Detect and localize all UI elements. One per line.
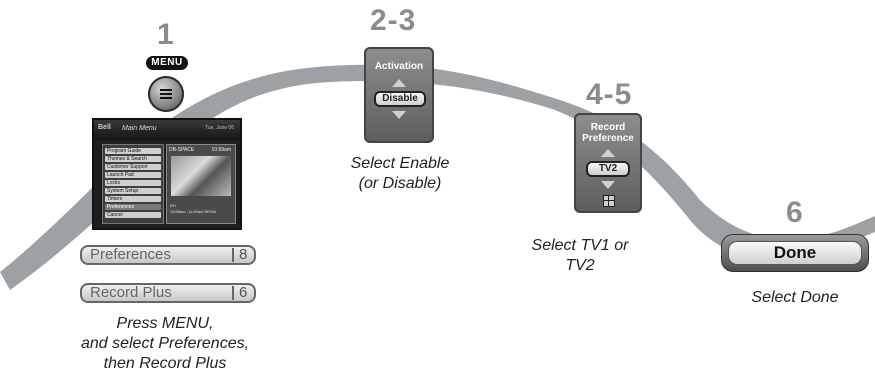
tv-menu-item[interactable]: Locks — [105, 180, 161, 186]
caption-step-2-3: Select Enable (or Disable) — [320, 154, 480, 194]
record-plus-number: 6 — [239, 284, 248, 301]
tv-preview-footer-2: 10:56am -11:00am NR/AV — [170, 209, 217, 214]
activation-value-pill[interactable]: Disable — [374, 91, 426, 107]
preferences-label: Preferences — [90, 246, 171, 263]
bar-separator — [232, 286, 234, 300]
record-preference-title-2: Preference — [582, 133, 634, 144]
arrow-down-icon[interactable] — [392, 111, 406, 119]
tv-date: Tue, June 06 — [204, 125, 234, 131]
step-number-6: 6 — [786, 196, 804, 229]
activation-panel: Activation Disable — [364, 47, 434, 143]
caption-line: Select Done — [751, 289, 839, 306]
tv-preview-time: 10:59am — [211, 147, 231, 153]
caption-step-4-5: Select TV1 or TV2 — [520, 236, 640, 276]
record-plus-bar[interactable]: Record Plus 6 — [80, 283, 256, 303]
step-number-4-5: 4-5 — [586, 78, 633, 111]
caption-line: Select TV1 or — [531, 237, 629, 254]
activation-title: Activation — [374, 61, 424, 72]
caption-step-1: Press MENU, and select Preferences, then… — [45, 314, 285, 374]
step-number-1: 1 — [157, 18, 175, 51]
tv-preview-image — [171, 156, 231, 196]
tv-preview-footer-1: RH — [170, 203, 176, 208]
step-number-2-3: 2-3 — [370, 4, 417, 37]
done-button-label: Done — [728, 241, 862, 265]
menu-icon — [160, 87, 172, 101]
tv-menu-item[interactable]: Launch Pad — [105, 172, 161, 178]
tv-title: Main Menu — [122, 125, 157, 132]
tv-header: Bell Main Menu Tue, June 06 — [94, 120, 240, 140]
preferences-number: 8 — [239, 246, 248, 263]
tv-menu-item[interactable]: Program Guide — [105, 148, 161, 154]
record-plus-label: Record Plus — [90, 284, 172, 301]
gift-icon — [603, 195, 615, 207]
caption-line: Press MENU, — [116, 315, 214, 332]
arrow-up-icon[interactable] — [392, 79, 406, 87]
tv-menu-item-selected[interactable]: Preferences — [105, 204, 161, 210]
record-preference-value-pill[interactable]: TV2 — [586, 161, 630, 177]
menu-button[interactable] — [148, 76, 184, 112]
tv-main-menu-screen: Bell Main Menu Tue, June 06 Program Guid… — [92, 118, 242, 230]
tv-menu-list: Program Guide Themes & Search Customer S… — [102, 144, 164, 224]
tv-menu-item[interactable]: Cancel — [105, 212, 161, 218]
arrow-up-icon[interactable] — [601, 149, 615, 157]
tv-preview-pane: DB-SPACE 10:59am RH 10:56am -11:00am NR/… — [166, 144, 236, 224]
caption-line: Select Enable — [350, 155, 450, 172]
record-preference-title-1: Record — [590, 122, 626, 133]
tv-menu-item[interactable]: Themes & Search — [105, 156, 161, 162]
done-button[interactable]: Done — [721, 234, 869, 272]
tv-preview-header: DB-SPACE 10:59am — [169, 147, 231, 154]
record-preference-panel: Record Preference TV2 — [574, 113, 642, 213]
caption-line: (or Disable) — [358, 175, 442, 192]
bar-separator — [232, 248, 234, 262]
tv-menu-item[interactable]: System Setup — [105, 188, 161, 194]
tv-menu-item[interactable]: Timers — [105, 196, 161, 202]
preferences-bar[interactable]: Preferences 8 — [80, 245, 256, 265]
caption-line: then Record Plus — [103, 355, 227, 372]
caption-line: and select Preferences, — [80, 335, 250, 352]
tv-preview-channel: DB-SPACE — [169, 147, 195, 153]
menu-key-label: MENU — [146, 56, 188, 70]
caption-step-6: Select Done — [720, 288, 870, 308]
bell-logo: Bell — [98, 124, 111, 131]
caption-line: TV2 — [565, 257, 595, 274]
arrow-down-icon[interactable] — [601, 181, 615, 189]
tv-menu-item[interactable]: Customer Support — [105, 164, 161, 170]
